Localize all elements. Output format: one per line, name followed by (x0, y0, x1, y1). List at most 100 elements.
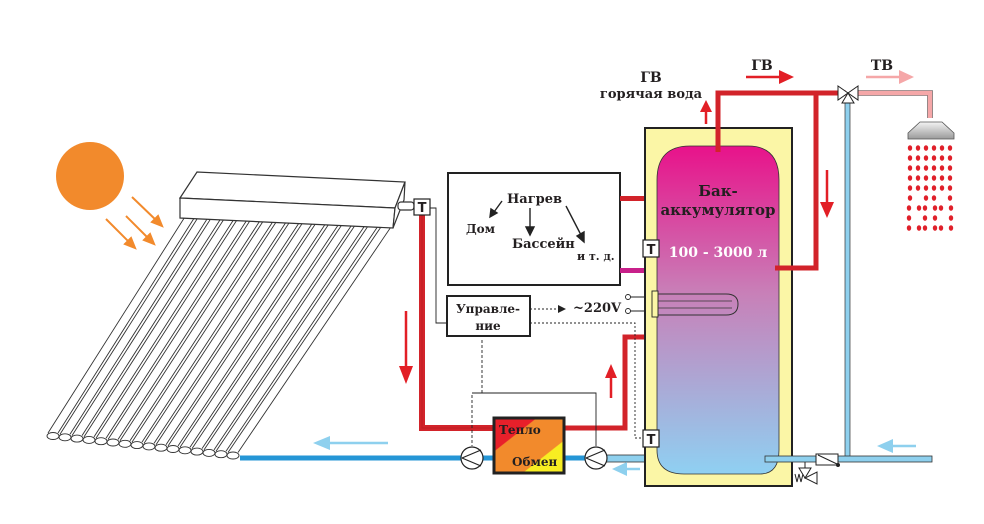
water-drop (907, 175, 913, 181)
flow-arrows (313, 70, 916, 476)
hot-water-short-label: ГВ (640, 70, 662, 86)
water-drop (923, 155, 929, 161)
tank-upper-temp-sensor: T (642, 239, 660, 258)
tap-water-flow-label: ТВ (871, 58, 893, 74)
pump-triangle (461, 449, 482, 467)
water-drop (931, 145, 937, 151)
heat-exchanger: Тепло Обмен (492, 416, 566, 475)
water-drop (948, 215, 954, 221)
collector-temp-sensor: T (413, 198, 431, 216)
valve-right (847, 85, 859, 101)
water-drop (947, 165, 953, 171)
power-arrow-head (558, 305, 566, 313)
header-outlet (397, 201, 415, 211)
valve-left (837, 85, 849, 101)
water-drop (938, 205, 944, 211)
water-drop (907, 185, 913, 191)
water-drop (923, 175, 929, 181)
check-valve-dot (836, 463, 840, 467)
sensor-label: T (647, 243, 656, 258)
water-drop (931, 155, 937, 161)
flow-arrow-head (779, 70, 794, 84)
tank-label-2: аккумулятор (660, 201, 775, 219)
exchanger-label-1: Тепло (499, 423, 541, 437)
flow-arrow-head (605, 364, 617, 378)
water-drop (932, 215, 938, 221)
sun-ray-head (150, 214, 164, 228)
sun-ray (131, 196, 159, 223)
water-drop (906, 205, 912, 211)
water-drop (923, 195, 929, 201)
pump-right (584, 446, 608, 470)
heating-box (447, 172, 621, 286)
flow-arrow-head (700, 100, 712, 112)
water-drop (907, 155, 913, 161)
water-drop (916, 225, 922, 231)
water-drop (931, 165, 937, 171)
sensor-box (413, 198, 431, 216)
water-drop (923, 145, 929, 151)
wire-control-tank-sensor (530, 322, 644, 439)
cold-inlet-pipe (764, 455, 933, 463)
flow-arrow-head (612, 462, 627, 476)
water-drop (947, 195, 953, 201)
wire-pump-loop (472, 392, 597, 446)
arrow-head (575, 230, 585, 244)
water-drop (947, 145, 953, 151)
evacuated-tubes (46, 208, 397, 460)
valve-bottom (841, 92, 855, 104)
control-label-2: ние (475, 319, 501, 333)
tank-label-1: Бак- (698, 182, 738, 200)
heating-arrows (489, 200, 585, 244)
flow-arrow-head (899, 70, 914, 84)
tank-inner (656, 145, 780, 475)
sun-rays (105, 196, 164, 250)
pump-housing (460, 446, 484, 470)
water-drop (939, 155, 945, 161)
water-drop (939, 185, 945, 191)
hot-water-full-label: горячая вода (600, 87, 703, 102)
sun-ray (105, 218, 132, 245)
mixing-valve (837, 85, 859, 104)
heating-home: Дом (466, 222, 496, 236)
sun-ray (125, 215, 151, 241)
water-drop (915, 185, 921, 191)
water-drop (915, 145, 921, 151)
storage-tank: Бак- аккумулятор 100 - 3000 л (644, 127, 793, 487)
water-drop (932, 225, 938, 231)
water-drop (907, 165, 913, 171)
arrow-to-etc (565, 205, 582, 236)
flow-arrow-head (877, 439, 893, 453)
sun-ray-head (142, 232, 156, 246)
water-drop (922, 225, 928, 231)
heating-title: Нагрев (507, 192, 562, 207)
water-drop (907, 145, 913, 151)
water-drop (906, 225, 912, 231)
water-drop (938, 225, 944, 231)
exchanger-label-2: Обмен (512, 455, 558, 469)
hot-water-outlet-pipe (715, 90, 846, 152)
tank-volume: 100 - 3000 л (669, 245, 768, 261)
pump-triangle (585, 449, 606, 467)
flow-arrow-head (399, 366, 413, 384)
water-drop (922, 215, 928, 221)
collector-header (178, 171, 415, 229)
tap-water-pipe (856, 90, 933, 118)
check-valve-disk (817, 454, 838, 465)
heating-etc: и т. д. (577, 250, 615, 263)
water-drop (947, 155, 953, 161)
safety-valve-top (798, 467, 812, 479)
sensor-label: T (647, 433, 656, 448)
water-drop (923, 165, 929, 171)
water-drop (947, 185, 953, 191)
control-wiring (430, 207, 644, 446)
water-drop (931, 195, 937, 201)
shower-head (907, 121, 955, 140)
sensor-label: T (418, 201, 427, 216)
collector-hot-pipe-inner (421, 212, 495, 429)
heating-supply-pipe (620, 196, 664, 201)
water-drop (907, 195, 913, 201)
sun-ray-head (123, 236, 137, 250)
cold-supply-riser (844, 99, 851, 459)
